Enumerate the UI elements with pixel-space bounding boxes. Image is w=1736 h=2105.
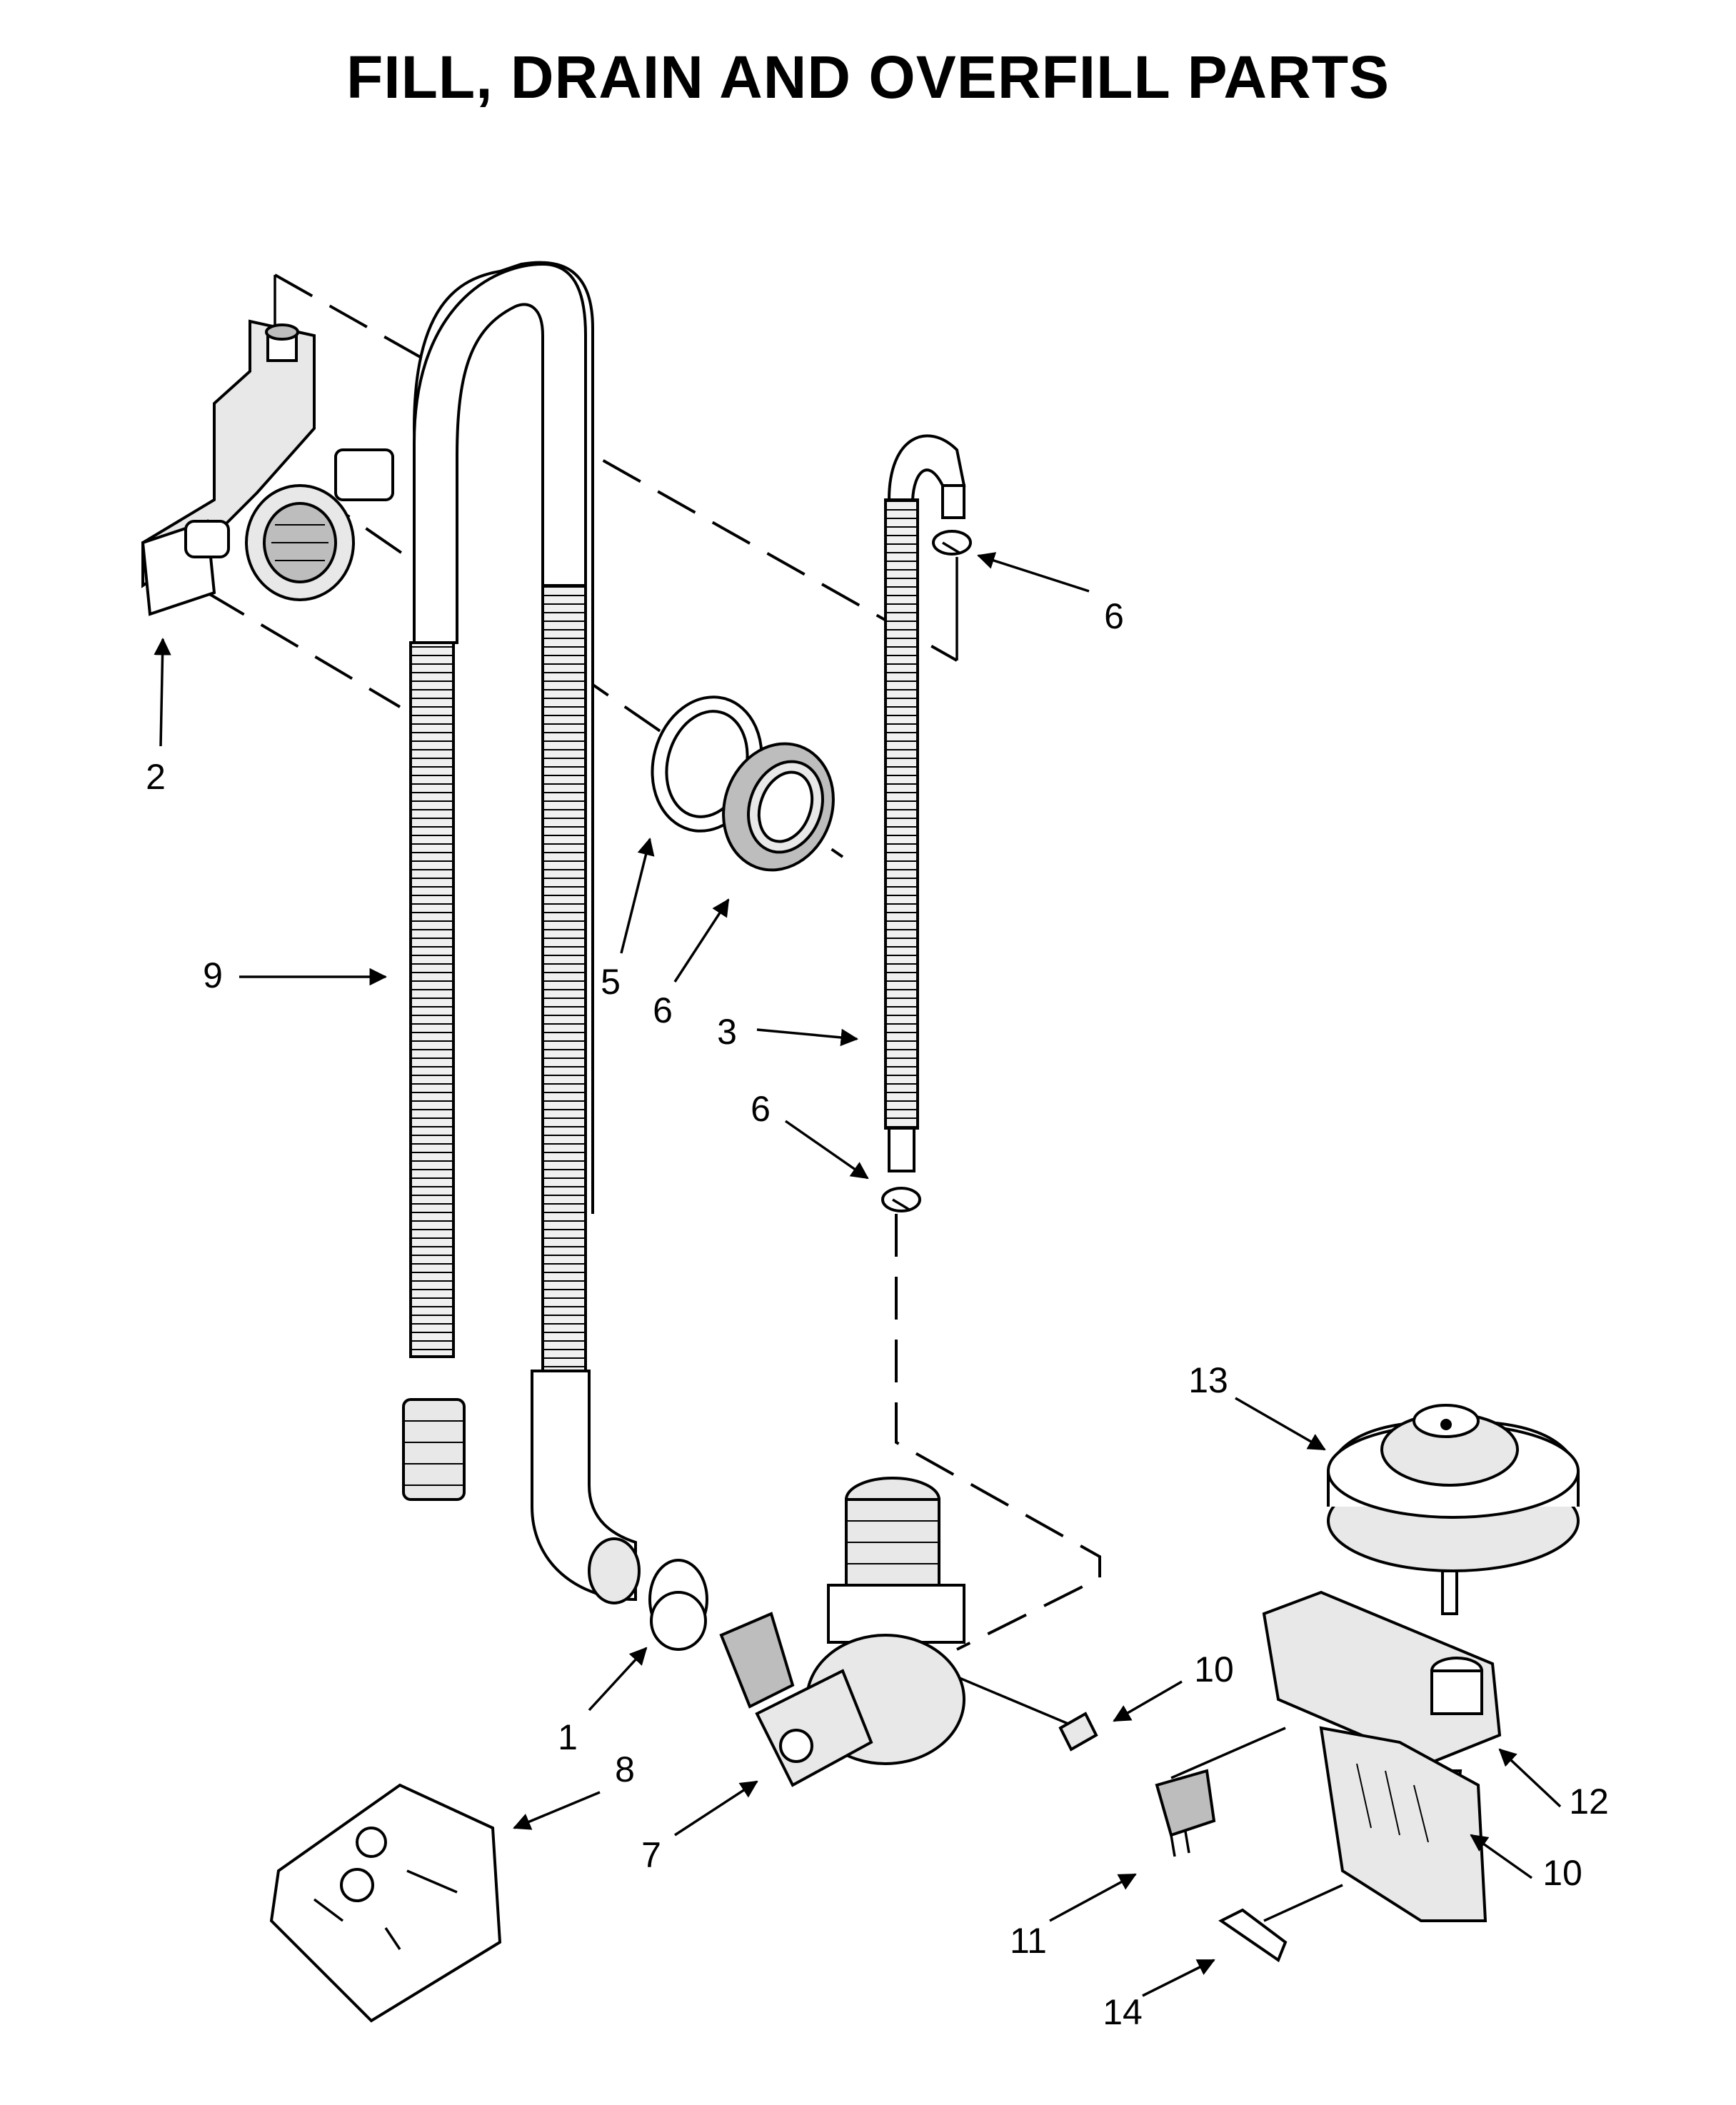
callout-5: 6 bbox=[653, 990, 673, 1030]
part-14-lever bbox=[1218, 1908, 1288, 1963]
part-7-water-valve bbox=[719, 1477, 965, 1787]
part-3-manifold bbox=[141, 319, 394, 616]
callout-4: 5 bbox=[601, 962, 621, 1002]
part-5-nut bbox=[722, 742, 835, 872]
callout-2: 3 bbox=[717, 1012, 737, 1052]
part-10-screw-left bbox=[1058, 1712, 1098, 1752]
callout-1: 1 bbox=[558, 1717, 578, 1757]
part-13-float bbox=[1327, 1404, 1580, 1615]
part-12-bracket bbox=[1262, 1590, 1502, 1922]
part-6-clamp-upper bbox=[932, 530, 972, 556]
callout-10-right: 10 bbox=[1542, 1853, 1582, 1893]
callout-8: 8 bbox=[615, 1749, 635, 1789]
part-1-clamp bbox=[648, 1559, 708, 1651]
diagram-title: FILL, DRAIN AND OVERFILL PARTS bbox=[346, 44, 1390, 111]
part-11-switch bbox=[1155, 1769, 1216, 1857]
callout-6-lower: 6 bbox=[751, 1089, 771, 1129]
callout-labels: 2 9 5 6 3 6 6 1 8 7 10 13 12 10 11 14 bbox=[146, 596, 1609, 2032]
callout-12: 12 bbox=[1569, 1782, 1609, 1822]
part-6-clamp-lower bbox=[881, 1187, 921, 1212]
part-8-parts-bag bbox=[269, 1783, 502, 2023]
part-2-fill-hose bbox=[884, 434, 966, 1172]
callout-11: 11 bbox=[1010, 1921, 1047, 1961]
callout-9: 9 bbox=[203, 955, 223, 995]
callout-14: 14 bbox=[1103, 1992, 1143, 2032]
callout-13: 13 bbox=[1188, 1360, 1228, 1400]
callout-3: 2 bbox=[146, 757, 166, 797]
callout-7: 7 bbox=[641, 1835, 661, 1875]
callout-6-upper: 6 bbox=[1104, 596, 1124, 636]
part-9-drain-hose bbox=[402, 261, 641, 1604]
callout-arrows bbox=[154, 552, 1562, 1997]
callout-10-left: 10 bbox=[1194, 1649, 1234, 1689]
